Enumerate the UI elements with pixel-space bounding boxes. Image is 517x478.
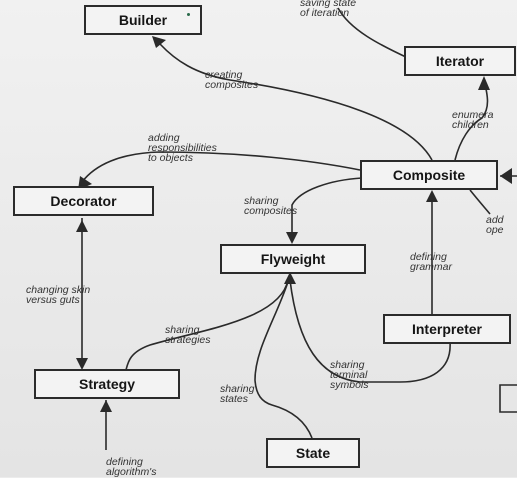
arrowhead-decorator-bottom [76, 220, 88, 232]
pattern-strategy: Strategy [34, 369, 180, 399]
arrowhead-builder [152, 36, 166, 48]
pattern-builder: Builder [84, 5, 202, 35]
label-defining-grammar: defining grammar [410, 251, 453, 273]
pattern-interpreter: Interpreter [383, 314, 511, 344]
connector-sharing-states [254, 281, 313, 439]
label-defining-algorithms: defining algorithm's [106, 456, 157, 478]
pattern-strategy-label: Strategy [78, 376, 136, 392]
connector-sharing-composites [291, 177, 363, 235]
pattern-composite: Composite [360, 160, 498, 190]
pattern-iterator: Iterator [404, 46, 516, 76]
partial-box-edge [499, 384, 517, 413]
label-enumerating-children: enumera children [452, 109, 494, 131]
arrowhead-iterator [478, 76, 490, 90]
label-sharing-terminal-symbols: sharing terminal symbols [330, 359, 369, 391]
pattern-flyweight-label: Flyweight [260, 251, 326, 267]
arrowhead-strategy-bottom [100, 400, 112, 412]
connector-adding-responsibilities [81, 151, 361, 183]
label-sharing-strategies: sharing strategies [165, 324, 211, 346]
arrowhead-flyweight-top [286, 232, 298, 244]
label-creating-composites: creating composites [205, 69, 259, 91]
label-adding-operations: add ope [486, 214, 504, 236]
pattern-decorator-label: Decorator [50, 193, 117, 209]
label-changing-skin: changing skin versus guts [26, 284, 91, 306]
label-saving-state: saving state of iteration [300, 0, 357, 19]
pattern-state: State [266, 438, 360, 468]
pattern-flyweight: Flyweight [220, 244, 366, 274]
connector-saving-state [337, 7, 409, 59]
connector-enumerating-children [454, 79, 489, 161]
label-sharing-composites: sharing composites [244, 195, 298, 217]
pattern-composite-label: Composite [392, 167, 466, 183]
connector-sharing-terminal-symbols [289, 279, 451, 383]
pattern-builder-label: Builder [118, 12, 168, 28]
pattern-interpreter-label: Interpreter [411, 321, 483, 337]
pattern-iterator-label: Iterator [435, 53, 485, 69]
pattern-state-label: State [295, 445, 331, 461]
label-adding-responsibilities: adding responsibilities to objects [148, 132, 217, 164]
dot-mark [187, 13, 190, 16]
connector-creating-composites [159, 43, 433, 161]
arrowhead-flyweight-bottom [284, 272, 296, 284]
pattern-decorator: Decorator [13, 186, 154, 216]
arrowhead-strategy-top [76, 358, 88, 370]
arrowhead-composite-bottom [426, 190, 438, 202]
connector-adding-operations [469, 189, 491, 215]
connector-sharing-strategies [125, 279, 289, 371]
label-sharing-states: sharing states [220, 383, 255, 405]
